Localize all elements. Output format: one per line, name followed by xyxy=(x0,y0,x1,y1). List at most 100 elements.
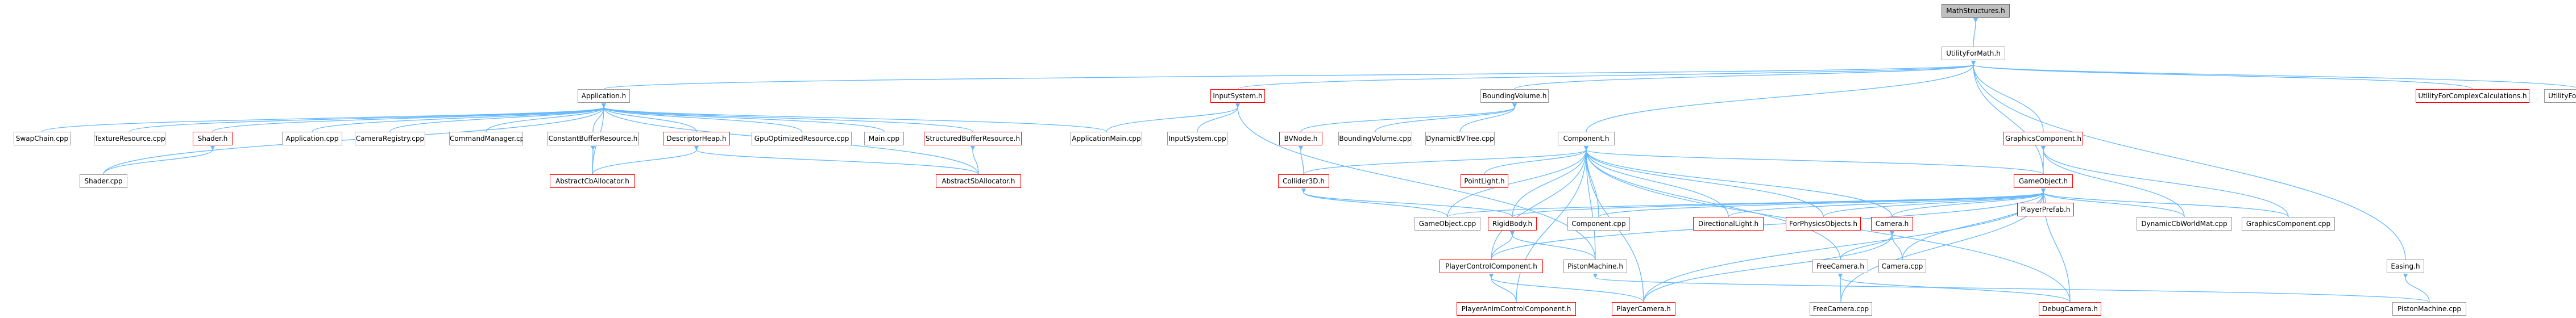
node-utilityforcomplexcalculations-h[interactable]: UtilityForComplexCalculations.h xyxy=(2416,89,2529,103)
node-gpuoptimizedresource-cpp[interactable]: GpuOptimizedResource.cpp xyxy=(752,132,852,145)
edge-camera-cpp-to-camera-h xyxy=(1889,231,1903,260)
edge-dynamiccbworldmat-cpp-to-graphicscomponent-h xyxy=(2040,145,2185,217)
node-bvnode-h[interactable]: BVNode.h xyxy=(1279,132,1322,145)
node-dynamiccbworldmat-cpp[interactable]: DynamicCbWorldMat.cpp xyxy=(2137,217,2232,231)
edge-boundingvolume-cpp-to-boundingvolume-h xyxy=(1375,103,1517,132)
node-inputsystem-h[interactable]: InputSystem.h xyxy=(1210,89,1265,103)
edge-freecamera-cpp-to-gameobject-h xyxy=(1840,188,2046,303)
node-forphysicsobjects-h[interactable]: ForPhysicsObjects.h xyxy=(1786,217,1861,231)
edge-debugcamera-h-to-freecamera-h xyxy=(1837,273,2071,303)
node-utilityformath-cpp[interactable]: UtilityForMath.cpp xyxy=(2544,89,2576,103)
node-shader-cpp[interactable]: Shader.cpp xyxy=(80,174,127,188)
node-textureresource-cpp[interactable]: TextureResource.cpp xyxy=(94,132,165,145)
edge-abstractsballocator-h-to-structuredbufferresource-h xyxy=(970,145,979,175)
node-boundingvolume-cpp[interactable]: BoundingVolume.cpp xyxy=(1338,132,1412,145)
edge-gameobject-h-to-component-h xyxy=(1583,145,2044,175)
node-component-h[interactable]: Component.h xyxy=(1558,132,1615,145)
node-applicationmain-cpp[interactable]: ApplicationMain.cpp xyxy=(1071,132,1142,145)
node-abstractsballocator-h[interactable]: AbstractSbAllocator.h xyxy=(936,174,1021,188)
edge-abstractcballocator-h-to-descriptorheap-h xyxy=(592,145,699,175)
node-graphicscomponent-cpp[interactable]: GraphicsComponent.cpp xyxy=(2242,217,2335,231)
node-application-h[interactable]: Application.h xyxy=(578,89,630,103)
node-freecamera-h[interactable]: FreeCamera.h xyxy=(1812,260,1868,273)
node-component-cpp[interactable]: Component.cpp xyxy=(1567,217,1630,231)
node-utilityformath-h[interactable]: UtilityForMath.h xyxy=(1942,47,2005,60)
edge-graphicscomponent-cpp-to-gameobject-h xyxy=(2040,188,2289,217)
edge-pistonmachine-cpp-to-pistonmachine-h xyxy=(1592,273,2430,303)
edge-playeranimcontrolcomponent-h-to-playercontrolcomponent-h xyxy=(1488,273,1517,303)
node-camera-h[interactable]: Camera.h xyxy=(1871,217,1913,231)
node-boundingvolume-h[interactable]: BoundingVolume.h xyxy=(1480,89,1549,103)
node-playercontrolcomponent-h[interactable]: PlayerControlComponent.h xyxy=(1440,260,1543,273)
edge-applicationmain-cpp-to-inputsystem-h xyxy=(1106,103,1241,132)
edge-main-cpp-to-application-h xyxy=(601,103,885,132)
edge-pistonmachine-cpp-to-easing-h xyxy=(2403,273,2430,303)
node-directionallight-h[interactable]: DirectionalLight.h xyxy=(1693,217,1764,231)
node-graphicscomponent-h[interactable]: GraphicsComponent.h xyxy=(2003,132,2083,145)
node-swapchain-cpp[interactable]: SwapChain.cpp xyxy=(14,132,70,145)
edge-pointlight-h-to-component-h xyxy=(1484,145,1589,175)
node-playerprefab-h[interactable]: PlayerPrefab.h xyxy=(2017,203,2074,216)
node-debugcamera-h[interactable]: DebugCamera.h xyxy=(2039,302,2101,316)
node-gameobject-h[interactable]: GameObject.h xyxy=(2014,174,2073,188)
node-pointlight-h[interactable]: PointLight.h xyxy=(1461,174,1508,188)
edge-playercontrolcomponent-h-to-gameobject-h xyxy=(1491,188,2046,260)
edge-component-h-to-utilityformath-h xyxy=(1586,60,1976,132)
edge-collider3d-h-to-bvnode-h xyxy=(1298,145,1304,175)
edge-utilityformath-h-to-mathstructures-h xyxy=(1973,18,1978,47)
node-constantbufferresource-h[interactable]: ConstantBufferResource.h xyxy=(547,132,639,145)
node-easing-h[interactable]: Easing.h xyxy=(2387,260,2424,273)
edge-inputsystem-h-to-utilityformath-h xyxy=(1237,60,1976,90)
node-playercamera-h[interactable]: PlayerCamera.h xyxy=(1612,302,1675,316)
edge-directionallight-h-to-gameobject-h xyxy=(1728,188,2046,217)
node-structuredbufferresource-h[interactable]: StructuredBufferResource.h xyxy=(924,132,1022,145)
edge-freecamera-h-to-component-h xyxy=(1583,145,1841,260)
edge-playercamera-h-to-playercontrolcomponent-h xyxy=(1488,273,1644,303)
edge-applicationmain-cpp-to-application-h xyxy=(601,103,1107,132)
edge-playercontrolcomponent-h-to-component-h xyxy=(1491,145,1589,260)
edge-utilityforcomplexcalculations-h-to-utilityformath-h xyxy=(1971,60,2473,90)
node-descriptorheap-h[interactable]: DescriptorHeap.h xyxy=(663,132,730,145)
edge-rigidbody-h-to-component-h xyxy=(1512,145,1589,217)
node-mathstructures-h: MathStructures.h xyxy=(1942,4,2010,18)
edge-playeranimcontrolcomponent-h-to-component-h xyxy=(1516,145,1589,303)
edge-gameobject-cpp-to-collider3d-h xyxy=(1301,188,1448,217)
node-collider3d-h[interactable]: Collider3D.h xyxy=(1278,174,1329,188)
edge-dynamicbvtree-cpp-to-boundingvolume-h xyxy=(1459,103,1517,132)
edge-gameobject-h-to-utilityformath-h xyxy=(1971,60,2044,175)
edge-graphicscomponent-cpp-to-graphicscomponent-h xyxy=(2040,145,2289,217)
node-gameobject-cpp[interactable]: GameObject.cpp xyxy=(1414,217,1480,231)
edge-inputsystem-cpp-to-inputsystem-h xyxy=(1197,103,1241,132)
edge-gameobject-cpp-to-component-h xyxy=(1447,145,1589,217)
node-pistonmachine-h[interactable]: PistonMachine.h xyxy=(1563,260,1627,273)
edge-rigidbody-h-to-gameobject-h xyxy=(1512,188,2046,217)
node-pistonmachine-cpp[interactable]: PistonMachine.cpp xyxy=(2392,302,2466,316)
node-camera-cpp[interactable]: Camera.cpp xyxy=(1878,260,1926,273)
node-cameraregistry-cpp[interactable]: CameraRegistry.cpp xyxy=(355,132,425,145)
node-dynamicbvtree-cpp[interactable]: DynamicBVTree.cpp xyxy=(1425,132,1495,145)
edge-pistonmachine-h-to-component-h xyxy=(1583,145,1596,260)
edge-component-cpp-to-gameobject-h xyxy=(1598,188,2046,217)
edge-freecamera-cpp-to-freecamera-h xyxy=(1837,273,1843,303)
node-inputsystem-cpp[interactable]: InputSystem.cpp xyxy=(1167,132,1227,145)
node-main-cpp[interactable]: Main.cpp xyxy=(864,132,904,145)
edge-camera-h-to-gameobject-h xyxy=(1891,188,2046,217)
node-commandmanager-cpp[interactable]: CommandManager.cpp xyxy=(449,132,523,145)
node-rigidbody-h[interactable]: RigidBody.h xyxy=(1488,217,1537,231)
edge-structuredbufferresource-h-to-application-h xyxy=(601,103,973,132)
edge-graphicscomponent-h-to-utilityformath-h xyxy=(1971,60,2044,132)
edge-collider3d-h-to-component-h xyxy=(1303,145,1589,175)
node-abstractcballocator-h[interactable]: AbstractCbAllocator.h xyxy=(550,174,635,188)
node-shader-h[interactable]: Shader.h xyxy=(193,132,233,145)
edge-descriptorheap-h-to-application-h xyxy=(601,103,697,132)
edge-forphysicsobjects-h-to-gameobject-h xyxy=(1823,188,2046,217)
node-playeranimcontrolcomponent-h[interactable]: PlayerAnimControlComponent.h xyxy=(1457,302,1576,316)
edge-cameraregistry-cpp-to-application-h xyxy=(389,103,607,132)
node-application-cpp[interactable]: Application.cpp xyxy=(282,132,342,145)
edge-utilityformath-cpp-to-utilityformath-h xyxy=(1971,60,2576,88)
node-freecamera-cpp[interactable]: FreeCamera.cpp xyxy=(1810,302,1872,316)
edge-dynamiccbworldmat-cpp-to-gameobject-h xyxy=(2040,188,2185,217)
edge-gpuoptimizedresource-cpp-to-application-h xyxy=(601,103,802,132)
